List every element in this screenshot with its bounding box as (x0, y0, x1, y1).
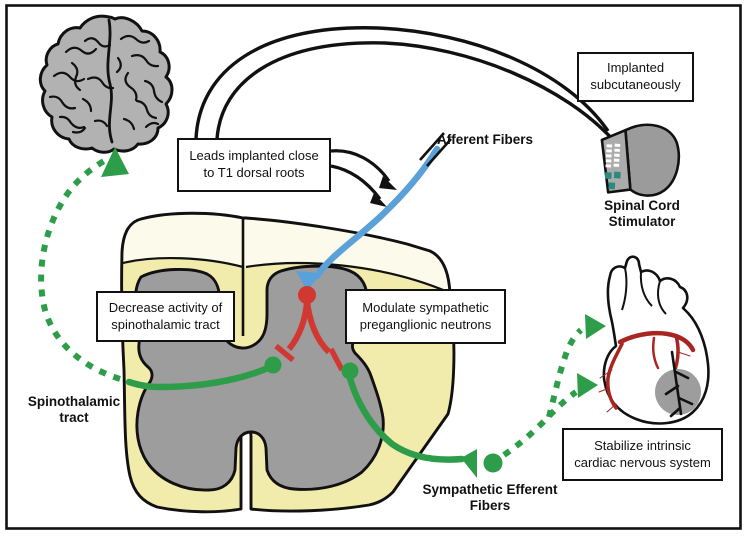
brain-icon (38, 14, 174, 154)
afferent-arrowhead-icon (296, 271, 322, 291)
stabilize-intrinsic-box: Stabilize intrinsic cardiac nervous syst… (562, 428, 723, 481)
lead-wire-inner (215, 41, 617, 144)
efferent-axon (346, 374, 466, 463)
postganglionic-neuron-soma (483, 453, 503, 473)
afferent-fibers-label: Afferent Fibers (437, 132, 534, 147)
stimulation-arrowhead-icon (370, 193, 387, 207)
preganglionic-neuron-soma (341, 362, 359, 380)
stimulator-device-icon (600, 123, 681, 197)
figure-border (5, 4, 742, 530)
ascending-arrowhead-icon (101, 147, 129, 177)
efferent-pathway (461, 314, 606, 478)
inhibitory-synapse-bars (274, 343, 345, 372)
afferent-fiber (296, 132, 452, 291)
modulate-sympathetic-box: Modulate sympathetic preganglionic neutr… (345, 289, 506, 344)
lead-wires (194, 26, 617, 144)
lead-wire-outer (194, 26, 610, 140)
spinal-cord-cross-section (120, 211, 456, 514)
fiber-cut-marks-icon (419, 132, 452, 167)
spinothalamic-axon (125, 364, 272, 391)
brain-sulci (48, 18, 164, 144)
spinal-cord-stimulator-label: Spinal Cord Stimulator (604, 198, 680, 229)
projection-neurons (125, 356, 466, 463)
axon-terminal-icon (461, 449, 477, 478)
leads-implanted-box: Leads implanted close to T1 dorsal roots (177, 138, 331, 192)
cardiac-arrowhead-icon (577, 373, 598, 398)
connector-pins (605, 143, 621, 168)
implanted-subcutaneously-box: Implanted subcutaneously (577, 52, 694, 102)
cardiac-nerve-branches (664, 350, 694, 418)
lead-stimulation-arrows (330, 149, 397, 207)
heart-icon (598, 255, 710, 425)
inhibitory-neuron-soma (298, 286, 316, 304)
inhibitory-neuron (274, 286, 345, 372)
heart-detail-lines (621, 267, 667, 315)
cardiac-arrowhead-icon (585, 314, 606, 339)
sympathetic-efferent-fibers-label: Sympathetic Efferent Fibers (422, 482, 558, 513)
device-indicator-squares (604, 171, 621, 190)
spinothalamic-tract-label: Spinothalamic tract (27, 394, 121, 425)
decrease-activity-box: Decrease activity of spinothalamic tract (96, 291, 235, 342)
stimulation-arrowhead-icon (379, 176, 397, 190)
ascending-pathway-arrow (38, 147, 129, 382)
